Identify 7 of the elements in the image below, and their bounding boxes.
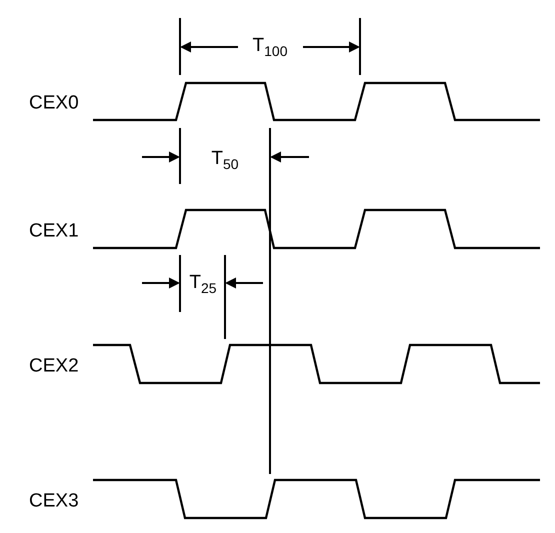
signal-label: CEX0 (29, 94, 79, 112)
signal-label: CEX1 (29, 222, 79, 240)
dimension-label: T$_{50}$ (211, 149, 239, 171)
signal-label: CEX3 (29, 492, 79, 510)
signal-label: CEX2 (29, 356, 79, 376)
dimension-label: T$_{25}$ (189, 273, 217, 295)
dimension-label: T$_{100}$ (252, 36, 288, 58)
